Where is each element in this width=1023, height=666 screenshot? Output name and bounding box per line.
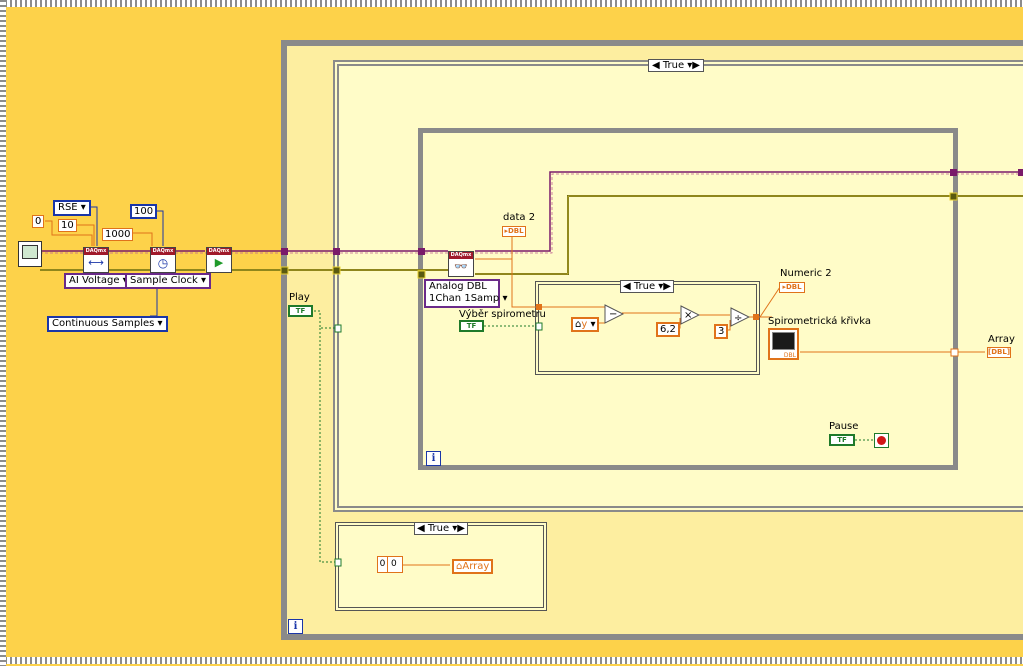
daqmx-create-channel-icon: ⟷ bbox=[88, 256, 104, 269]
chart-type-label: DBL bbox=[783, 352, 796, 359]
local-variable-icon: ⌂ bbox=[575, 319, 582, 330]
daqmx-create-channel-node[interactable]: DAQmx ⟷ bbox=[83, 247, 109, 273]
read-type-line1: Analog DBL bbox=[429, 281, 487, 292]
pause-label: Pause bbox=[829, 421, 859, 432]
constant-three[interactable]: 3 bbox=[714, 324, 729, 339]
array-index: 0 bbox=[378, 557, 388, 572]
spirometricka-krivka-label: Spirometrická křivka bbox=[768, 316, 871, 327]
ai-voltage-ring[interactable]: AI Voltage ▾ bbox=[64, 273, 133, 289]
daqmx-read-node[interactable]: DAQmx 👓 bbox=[448, 251, 474, 277]
constant-zero[interactable]: 0 bbox=[32, 215, 45, 228]
bottom-case-selector-label: True bbox=[427, 523, 450, 534]
outer-case-selector[interactable]: ◀ True ▾▶ bbox=[648, 59, 704, 72]
daqmx-read-type-ring[interactable]: Analog DBL 1Chan 1Samp ▾ bbox=[424, 279, 507, 308]
array-element: 0 bbox=[391, 559, 397, 569]
local-variable-icon: ⌂ bbox=[456, 561, 463, 572]
ai-voltage-value: AI Voltage bbox=[69, 275, 120, 286]
local-variable-y[interactable]: ⌂y ▾ bbox=[571, 317, 600, 332]
constant-hundred[interactable]: 100 bbox=[130, 204, 158, 219]
divide-node[interactable]: ÷ bbox=[730, 307, 750, 327]
sample-clock-ring[interactable]: Sample Clock ▾ bbox=[125, 273, 212, 289]
inner-loop-iteration-terminal: i bbox=[426, 451, 441, 466]
vi-icon[interactable] bbox=[18, 241, 42, 267]
numeric2-indicator[interactable]: ▸DBL bbox=[779, 282, 805, 293]
constant-six-two[interactable]: 6,2 bbox=[656, 322, 680, 337]
daqmx-start-node[interactable]: DAQmx ▶ bbox=[206, 247, 232, 273]
waveform-chart-icon bbox=[772, 332, 795, 350]
inner-case-selector-label: True bbox=[633, 281, 656, 292]
constant-thousand[interactable]: 1000 bbox=[102, 228, 134, 241]
left-frame-border bbox=[0, 0, 6, 666]
sample-clock-value: Sample Clock bbox=[130, 275, 198, 286]
bottom-frame-border bbox=[0, 657, 1023, 664]
terminal-config-enum[interactable]: RSE ▾ bbox=[53, 200, 91, 216]
daqmx-start-header: DAQmx bbox=[207, 248, 231, 255]
daqmx-start-icon: ▶ bbox=[214, 256, 224, 269]
waveform-chart-terminal[interactable]: DBL bbox=[768, 328, 799, 360]
multiply-icon: × bbox=[684, 310, 692, 321]
top-frame-border bbox=[0, 0, 1023, 7]
constant-ten[interactable]: 10 bbox=[58, 219, 77, 232]
stop-button-icon[interactable] bbox=[874, 433, 889, 448]
array-indicator[interactable]: [DBL] bbox=[987, 347, 1011, 358]
numeric2-label: Numeric 2 bbox=[780, 268, 832, 279]
divide-icon: ÷ bbox=[734, 313, 742, 324]
daqmx-read-header: DAQmx bbox=[449, 252, 473, 259]
read-type-line2: 1Chan 1Samp ▾ bbox=[429, 293, 507, 304]
data2-indicator[interactable]: ▸DBL bbox=[502, 226, 526, 237]
play-boolean-control[interactable]: TF bbox=[288, 305, 313, 317]
sample-mode-value: Continuous Samples bbox=[52, 318, 155, 329]
bottom-case-selector[interactable]: ◀ True ▾▶ bbox=[414, 522, 468, 535]
outer-case-selector-label: True bbox=[662, 60, 685, 71]
daqmx-timing-header: DAQmx bbox=[151, 248, 175, 255]
multiply-node[interactable]: × bbox=[680, 305, 700, 325]
array-local-variable[interactable]: ⌂Array bbox=[452, 559, 494, 574]
daqmx-read-icon: 👓 bbox=[454, 260, 468, 273]
daqmx-timing-icon: ◷ bbox=[157, 256, 169, 270]
outer-loop-iteration-terminal: i bbox=[288, 619, 303, 634]
vyber-spirometru-label: Výběr spirometru bbox=[459, 309, 546, 320]
daqmx-timing-node[interactable]: DAQmx ◷ bbox=[150, 247, 176, 273]
subtract-icon: − bbox=[609, 309, 617, 320]
play-label: Play bbox=[289, 292, 310, 303]
array-label: Array bbox=[988, 334, 1015, 345]
data2-label: data 2 bbox=[503, 212, 536, 223]
subtract-node[interactable]: − bbox=[604, 304, 624, 324]
pause-boolean-control[interactable]: TF bbox=[829, 434, 855, 446]
daqmx-create-channel-header: DAQmx bbox=[84, 248, 108, 255]
sample-mode-enum[interactable]: Continuous Samples ▾ bbox=[47, 316, 168, 332]
terminal-config-value: RSE bbox=[58, 202, 78, 213]
vyber-spirometru-control[interactable]: TF bbox=[459, 320, 484, 332]
inner-case-selector[interactable]: ◀ True ▾▶ bbox=[620, 280, 674, 293]
